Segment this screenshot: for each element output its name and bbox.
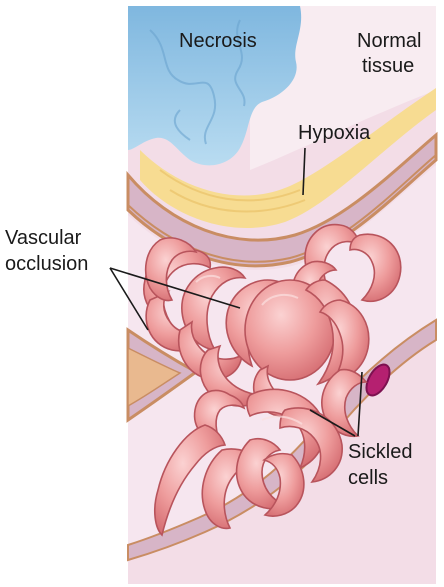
leader-lines: [109, 147, 363, 437]
sickled-cell: [318, 299, 370, 384]
sickled-cell-highlights: [195, 274, 303, 425]
sickled-cell: [262, 452, 305, 517]
sickled-cells-label-line1: Sickled: [348, 441, 412, 463]
sickled-cell: [235, 437, 289, 510]
hypoxia-band: [140, 88, 436, 228]
vascular-occlusion-label-line2: occlusion: [5, 253, 88, 275]
sickled-cells-label-line2: cells: [348, 467, 388, 489]
normal-tissue-upper-right: [250, 6, 436, 170]
sickled-cell: [349, 233, 402, 302]
upper-vessel-wall: [126, 131, 438, 268]
necrosis-texture: [149, 19, 246, 145]
endothelial-nucleus: [365, 363, 391, 397]
sickled-cells-leader-line: [357, 371, 363, 437]
sickled-cell: [321, 368, 368, 438]
necrosis-region: [128, 6, 302, 166]
vascular-occlusion-leader-line: [109, 267, 241, 309]
normal-tissue-label-line2: tissue: [362, 55, 414, 77]
sickled-cell: [181, 266, 247, 351]
sickled-cells-cluster: [143, 223, 402, 537]
hypoxia-texture: [159, 169, 306, 213]
sickled-cell: [279, 407, 343, 483]
hypoxia-leader-line: [302, 147, 306, 196]
hypoxia-label: Hypoxia: [298, 122, 371, 144]
vascular-occlusion-label-line1: Vascular: [5, 227, 82, 249]
left-vessel-branch-inner: [127, 346, 182, 408]
sickled-cell: [144, 237, 198, 302]
normal-tissue-label-line1: Normal: [357, 30, 421, 52]
sickled-cell: [153, 424, 227, 537]
vascular-occlusion-leader-line: [109, 267, 149, 331]
necrosis-label: Necrosis: [179, 30, 257, 52]
sickled-cells-leader-line: [309, 409, 356, 437]
